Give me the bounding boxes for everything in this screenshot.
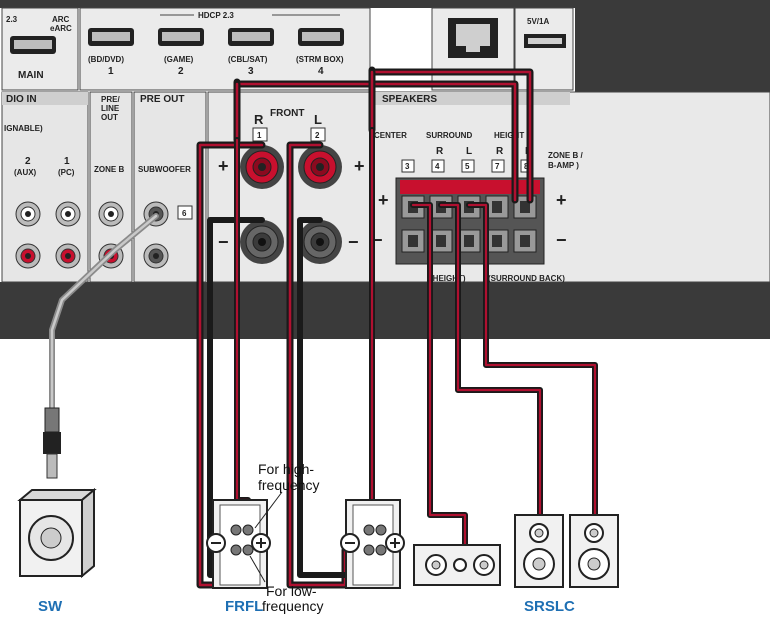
surround-label: SURROUND bbox=[426, 131, 472, 140]
aux-num: 2 bbox=[25, 156, 31, 167]
surround-r-label: R bbox=[436, 146, 444, 157]
surround-back-label: (SURROUND BACK) bbox=[488, 274, 565, 283]
front-r-plus: + bbox=[218, 156, 229, 176]
hdmi-in-1-label: (BD/DVD) bbox=[88, 55, 124, 64]
chassis-bottom bbox=[0, 282, 770, 339]
frfl-label: FRFL bbox=[225, 598, 263, 615]
height-label: HEIGHT bbox=[494, 131, 524, 140]
hdmi-in-3-port[interactable] bbox=[228, 28, 274, 46]
hdmi-in-1-num: 1 bbox=[108, 66, 114, 77]
center-speaker-icon bbox=[413, 544, 501, 586]
pre-line-out-label-1: PRE/ bbox=[101, 95, 120, 104]
subwoofer-2-jack[interactable] bbox=[143, 243, 169, 269]
hdmi-in-4-num: 4 bbox=[318, 66, 324, 77]
zone-b-white-jack[interactable] bbox=[98, 201, 124, 227]
front-r-minus-terminal[interactable] bbox=[240, 220, 284, 264]
low-frequency-leader bbox=[249, 555, 266, 583]
subwoofer-cable-plug bbox=[43, 407, 61, 479]
pre-line-out-label-2: LINE bbox=[101, 104, 120, 113]
hdmi-in-2-port[interactable] bbox=[158, 28, 204, 46]
hdmi-in-4-label: (STRM BOX) bbox=[296, 55, 344, 64]
front-label: FRONT bbox=[270, 108, 304, 119]
hdmi-in-3-num: 3 bbox=[248, 66, 254, 77]
surround-l-label: L bbox=[466, 146, 472, 157]
hdmi-out-frag-label: 2.3 bbox=[6, 15, 18, 24]
front-r-num: 1 bbox=[257, 131, 262, 140]
front-l-plus-terminal[interactable] bbox=[298, 145, 342, 189]
hdmi-out-port[interactable] bbox=[10, 36, 56, 54]
front-right-bi-amp-terminals[interactable] bbox=[206, 524, 271, 556]
zone-b-amp-label-2: B-AMP ) bbox=[548, 161, 579, 170]
sw-label: SW bbox=[38, 598, 63, 615]
surround-right-speaker-icon bbox=[514, 514, 564, 588]
hdmi-in-2-num: 2 bbox=[178, 66, 184, 77]
chassis-top bbox=[0, 0, 770, 8]
aux-label: (AUX) bbox=[14, 168, 37, 177]
subwoofer-num: 6 bbox=[182, 209, 187, 218]
usb-port[interactable] bbox=[524, 34, 566, 48]
pc-red-jack[interactable] bbox=[55, 243, 81, 269]
front-r-plus-terminal[interactable] bbox=[240, 145, 284, 189]
hdmi-in-4-port[interactable] bbox=[298, 28, 344, 46]
center-label: CENTER bbox=[374, 131, 407, 140]
height-r-label: R bbox=[496, 146, 504, 157]
front-r-minus: − bbox=[218, 232, 229, 252]
pre-out-label: PRE OUT bbox=[140, 94, 184, 105]
subwoofer-speaker-icon bbox=[17, 487, 97, 579]
high-frequency-label-1: For high- bbox=[258, 461, 314, 477]
front-l-num: 2 bbox=[315, 131, 320, 140]
audio-in-section: DIO IN IGNABLE) 2 (AUX) 1 (PC) bbox=[1, 91, 89, 283]
pc-num: 1 bbox=[64, 156, 70, 167]
pc-white-jack[interactable] bbox=[55, 201, 81, 227]
audio-in-label: DIO IN bbox=[6, 94, 37, 105]
center-num: 3 bbox=[405, 162, 410, 171]
speakers-plus-right: + bbox=[556, 190, 567, 210]
hdmi-in-3-label: (CBL/SAT) bbox=[228, 55, 268, 64]
pc-label: (PC) bbox=[58, 168, 75, 177]
speakers-minus-right: − bbox=[556, 230, 567, 250]
height-r-num: 7 bbox=[495, 162, 500, 171]
zone-b-amp-label-1: ZONE B / bbox=[548, 151, 583, 160]
aux-white-jack[interactable] bbox=[15, 201, 41, 227]
hdmi-in-2-label: (GAME) bbox=[164, 55, 194, 64]
hdmi-in-1-port[interactable] bbox=[88, 28, 134, 46]
main-label: MAIN bbox=[18, 70, 44, 81]
hdcp-label: HDCP 2.3 bbox=[198, 11, 234, 20]
usb-section bbox=[514, 7, 574, 91]
height-paren-label: (HEIGHT) bbox=[430, 274, 466, 283]
speakers-minus-left: − bbox=[372, 230, 383, 250]
arc-label: ARC bbox=[52, 15, 70, 24]
surround-r-num: 4 bbox=[435, 162, 440, 171]
subwoofer-label: SUBWOOFER bbox=[138, 165, 191, 174]
high-frequency-label-2: frequency bbox=[258, 477, 319, 493]
front-l-plus: + bbox=[354, 156, 365, 176]
high-frequency-leader bbox=[254, 491, 283, 529]
front-l-minus-terminal[interactable] bbox=[298, 220, 342, 264]
srslc-label: SRSLC bbox=[524, 598, 575, 615]
pre-line-out-label-3: OUT bbox=[101, 113, 118, 122]
zone-b-label: ZONE B bbox=[94, 165, 124, 174]
surround-l-num: 5 bbox=[465, 162, 470, 171]
pre-out-section: PRE OUT SUBWOOFER 6 bbox=[133, 91, 207, 283]
front-l-label: L bbox=[314, 112, 322, 127]
front-r-label: R bbox=[254, 112, 264, 127]
low-frequency-label-1: For low- bbox=[266, 583, 317, 599]
front-l-minus: − bbox=[348, 232, 359, 252]
surround-left-speaker-icon bbox=[569, 514, 619, 588]
low-frequency-label-2: frequency bbox=[262, 598, 323, 614]
usb-label: 5V/1A bbox=[527, 17, 549, 26]
speakers-label: SPEAKERS bbox=[382, 94, 437, 105]
lan-port[interactable] bbox=[448, 18, 498, 58]
aux-red-jack[interactable] bbox=[15, 243, 41, 269]
front-left-bi-amp-terminals[interactable] bbox=[340, 524, 405, 556]
assignable-label: IGNABLE) bbox=[4, 124, 43, 133]
earc-label: eARC bbox=[50, 24, 72, 33]
hdmi-section: 2.3 ARC eARC MAIN HDCP 2.3 (BD/DVD) 1 (G… bbox=[1, 7, 371, 91]
speakers-plus-left: + bbox=[378, 190, 389, 210]
